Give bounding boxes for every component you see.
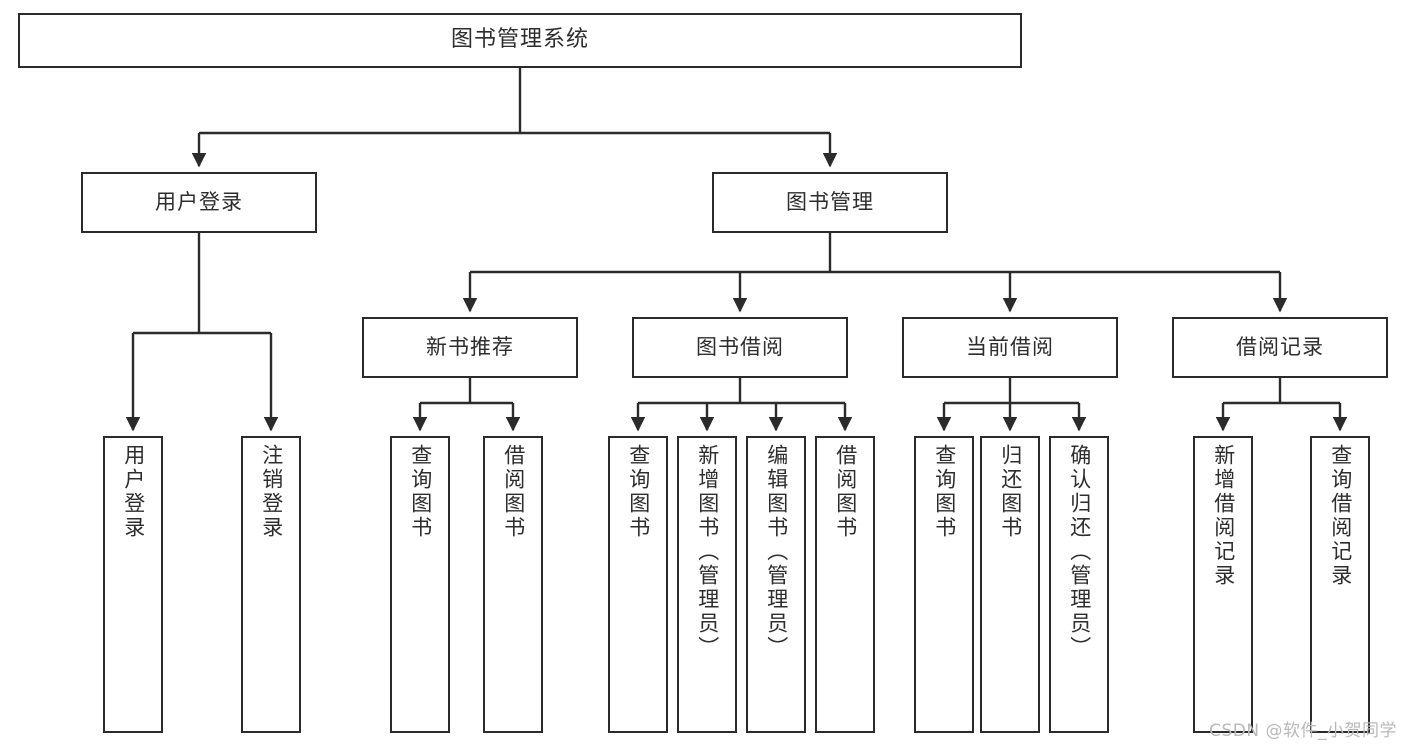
node-leaf-add-book[interactable]: 新增图书（管理员） [677, 436, 737, 733]
node-leaf-edit-book[interactable]: 编辑图书（管理员） [746, 436, 806, 733]
node-root-system[interactable]: 图书管理系统 [18, 13, 1022, 68]
node-book-manage[interactable]: 图书管理 [712, 172, 948, 233]
node-user-login[interactable]: 用户登录 [81, 172, 317, 233]
node-leaf-logout[interactable]: 注销登录 [241, 436, 301, 733]
node-leaf-query-book-3[interactable]: 查询图书 [914, 436, 974, 733]
node-leaf-borrow-book-2[interactable]: 借阅图书 [815, 436, 875, 733]
node-new-book-rec[interactable]: 新书推荐 [362, 317, 578, 378]
leaf-label: 新增图书（管理员） [695, 444, 720, 660]
node-borrow-record[interactable]: 借阅记录 [1172, 317, 1388, 378]
node-leaf-query-book-2[interactable]: 查询图书 [608, 436, 668, 733]
node-leaf-query-record[interactable]: 查询借阅记录 [1310, 436, 1370, 733]
leaf-label: 查询图书 [626, 444, 651, 540]
node-leaf-return-book[interactable]: 归还图书 [980, 436, 1040, 733]
watermark-text: CSDN @软件_小贺同学 [1209, 721, 1397, 741]
leaf-label: 编辑图书（管理员） [764, 444, 789, 660]
node-leaf-borrow-book-1[interactable]: 借阅图书 [483, 436, 543, 733]
node-leaf-confirm-return[interactable]: 确认归还（管理员） [1049, 436, 1109, 733]
leaf-label: 用户登录 [121, 444, 146, 540]
node-leaf-add-record[interactable]: 新增借阅记录 [1193, 436, 1253, 733]
leaf-label: 注销登录 [259, 444, 284, 540]
node-book-borrow[interactable]: 图书借阅 [632, 317, 848, 378]
leaf-label: 查询借阅记录 [1328, 444, 1353, 588]
leaf-label: 归还图书 [998, 444, 1023, 540]
node-leaf-query-book-1[interactable]: 查询图书 [390, 436, 450, 733]
node-current-borrow[interactable]: 当前借阅 [902, 317, 1118, 378]
leaf-label: 确认归还（管理员） [1067, 444, 1092, 660]
leaf-label: 查询图书 [408, 444, 433, 540]
node-leaf-user-login[interactable]: 用户登录 [103, 436, 163, 733]
leaf-label: 新增借阅记录 [1211, 444, 1236, 588]
leaf-label: 借阅图书 [501, 444, 526, 540]
leaf-label: 借阅图书 [833, 444, 858, 540]
leaf-label: 查询图书 [932, 444, 957, 540]
